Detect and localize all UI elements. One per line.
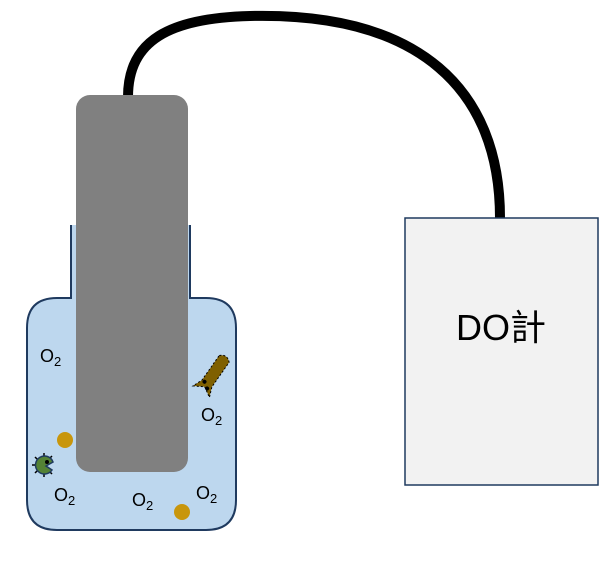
o2-label: O2 <box>54 485 75 508</box>
o2-label: O2 <box>40 346 61 369</box>
o2-label: O2 <box>201 405 222 428</box>
do-probe <box>76 95 188 472</box>
cable <box>123 10 505 223</box>
do-meter-label: DO計 <box>456 307 546 348</box>
green-microorganism <box>32 453 54 477</box>
particle <box>57 432 73 448</box>
do-meter <box>404 217 599 486</box>
particle <box>174 504 190 520</box>
brown-microorganism <box>191 354 230 399</box>
o2-label: O2 <box>132 490 153 513</box>
o2-label: O2 <box>196 483 217 506</box>
